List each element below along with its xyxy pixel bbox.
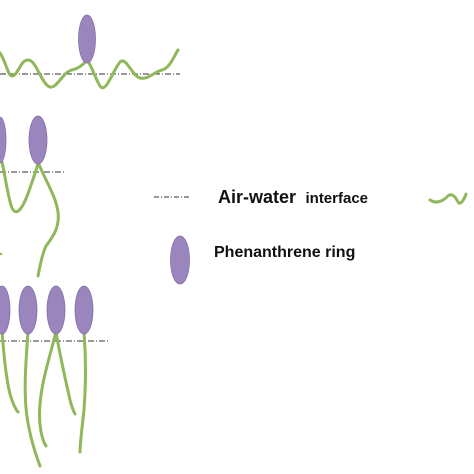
alkyl-chain: [23, 330, 42, 468]
alkyl-chain: [0, 330, 20, 414]
interface-label-bold: Air-water: [218, 187, 296, 207]
alkyl-chain: [54, 330, 77, 416]
interface-label-rest: interface: [305, 190, 368, 207]
interface-legend-label: Air-water interface: [218, 187, 368, 207]
alkyl-chain: [0, 160, 40, 214]
phenanthrene-ring: [46, 285, 66, 335]
phenanthrene-ring: [74, 285, 94, 335]
alkyl-chain: [78, 330, 87, 454]
phenanthrene-ring: [0, 285, 11, 335]
fragment-dot: [0, 252, 3, 256]
phenanthrene-ring: [78, 14, 96, 64]
panel-packed-layer: [0, 285, 110, 468]
chain-legend-icon: [428, 192, 468, 205]
panel-flat-layer: [0, 14, 180, 90]
phenanthrene-ring: [28, 115, 48, 165]
alkyl-chain: [38, 330, 58, 448]
alkyl-chain: [36, 160, 60, 278]
legend: Air-water interface Phenanthrene ring: [154, 187, 468, 285]
ring-legend-icon: [170, 235, 190, 285]
panel-intermediate-layer: [0, 115, 64, 278]
ring-legend-label: Phenanthrene ring: [214, 244, 355, 261]
phenanthrene-ring: [18, 285, 38, 335]
phenanthrene-ring: [0, 116, 7, 164]
